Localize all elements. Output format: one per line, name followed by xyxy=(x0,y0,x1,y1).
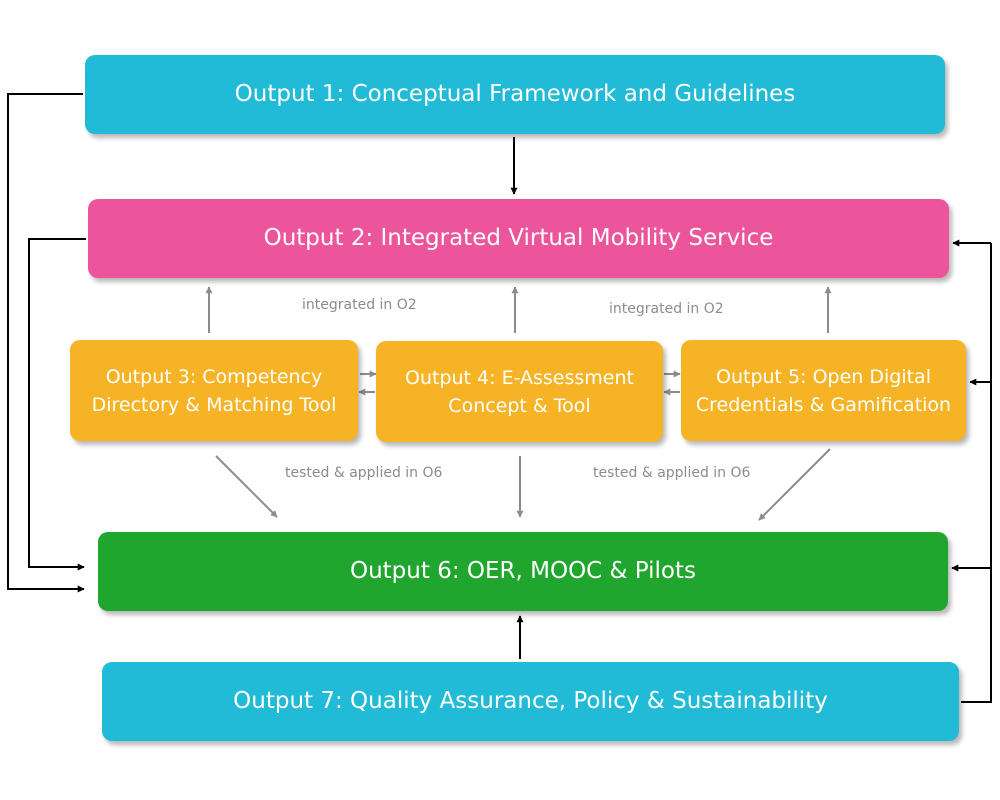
output-6-label: Output 6: OER, MOOC & Pilots xyxy=(349,557,697,584)
output-4-label-line-2: Concept & Tool xyxy=(448,394,591,417)
output-3-label-line-1: Output 3: Competency xyxy=(105,365,323,388)
output-1-label: Output 1: Conceptual Framework and Guide… xyxy=(234,80,796,107)
output-5-label: Output 5: Open Digital Credentials & Gam… xyxy=(696,363,951,419)
arrow-o5-to-o6 xyxy=(758,448,831,521)
output-2-box: Output 2: Integrated Virtual Mobility Se… xyxy=(88,199,949,278)
output-5-label-line-1: Output 5: Open Digital xyxy=(716,365,931,388)
output-3-label: Output 3: Competency Directory & Matchin… xyxy=(92,363,337,419)
arrow-o3-to-o6 xyxy=(215,455,278,518)
arrow-o1-loop-to-o6 xyxy=(7,93,85,593)
output-6-box: Output 6: OER, MOOC & Pilots xyxy=(98,532,948,611)
output-2-label: Output 2: Integrated Virtual Mobility Se… xyxy=(263,224,774,251)
output-4-label-line-1: Output 4: E-Assessment xyxy=(405,366,634,389)
tested-applied-in-o6-label-left: tested & applied in O6 xyxy=(285,465,443,481)
output-3-label-line-2: Directory & Matching Tool xyxy=(91,393,337,416)
output-4-box: Output 4: E-Assessment Concept & Tool xyxy=(376,341,663,442)
output-5-box: Output 5: Open Digital Credentials & Gam… xyxy=(681,340,966,441)
integrated-in-o2-label-right: integrated in O2 xyxy=(609,301,724,317)
output-7-label: Output 7: Quality Assurance, Policy & Su… xyxy=(233,687,828,714)
output-5-label-line-2: Credentials & Gamification xyxy=(695,393,952,416)
tested-applied-in-o6-label-right: tested & applied in O6 xyxy=(593,465,751,481)
output-1-box: Output 1: Conceptual Framework and Guide… xyxy=(85,55,945,134)
integrated-in-o2-label-left: integrated in O2 xyxy=(302,297,417,313)
output-4-label: Output 4: E-Assessment Concept & Tool xyxy=(405,364,634,420)
output-3-box: Output 3: Competency Directory & Matchin… xyxy=(70,340,358,441)
output-7-box: Output 7: Quality Assurance, Policy & Su… xyxy=(102,662,959,741)
arrow-o2-loop-to-o6 xyxy=(28,238,86,571)
o7-right-loop-line xyxy=(961,243,992,703)
